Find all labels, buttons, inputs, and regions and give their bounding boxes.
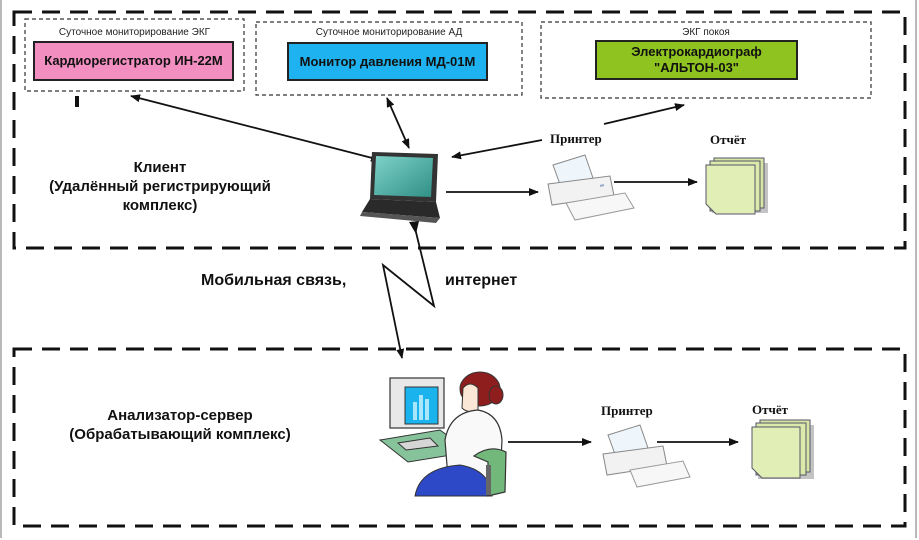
client-report-label: Отчёт bbox=[710, 132, 746, 147]
client-zone-border bbox=[12, 10, 907, 250]
device-label-ecg-holter: Кардиорегистратор ИН-22М bbox=[44, 53, 223, 68]
arrow-ecg-holter-laptop bbox=[130, 94, 381, 162]
device-label-ecg-rest-line2: "АЛЬТОН-03" bbox=[654, 60, 739, 75]
report-icon bbox=[705, 157, 768, 215]
server-zone-title-line2: (Обрабатывающий комплекс) bbox=[69, 426, 291, 443]
device-group-border-ecg-rest bbox=[540, 21, 872, 99]
server-zone-border bbox=[12, 347, 907, 528]
device-group-border-ecg-holter bbox=[24, 18, 245, 92]
device-label-ecg-rest-line1: Электрокардиограф bbox=[631, 44, 762, 59]
device-box-ecg-rest: Электрокардиограф "АЛЬТОН-03" bbox=[595, 40, 798, 80]
device-caption-ecg-holter: Суточное мониторирование ЭКГ bbox=[58, 27, 211, 38]
lightning-top-arrowhead bbox=[409, 221, 419, 234]
printer-icon bbox=[547, 154, 635, 221]
link-label-mobile: Мобильная связь, bbox=[201, 272, 347, 289]
laptop-icon bbox=[360, 152, 440, 223]
device-group-border-bp-monitor bbox=[255, 21, 523, 96]
operator-workstation-icon bbox=[378, 371, 507, 497]
server-printer-label: Принтер bbox=[601, 403, 653, 418]
client-zone-title-line1: Клиент bbox=[133, 159, 187, 176]
server-report-label: Отчёт bbox=[752, 402, 788, 417]
client-printer-label: Принтер bbox=[550, 131, 602, 146]
client-zone-title-line2: (Удалённый регистрирующий bbox=[49, 178, 271, 195]
client-zone-title: Клиент (Удалённый регистрирующий комплек… bbox=[20, 158, 300, 215]
server-zone-title: Анализатор-сервер (Обрабатывающий компле… bbox=[40, 406, 320, 444]
arrow-ecg-rest-laptop bbox=[451, 139, 543, 160]
device-caption-bp-monitor: Суточное мониторирование АД bbox=[315, 27, 463, 38]
link-label-internet: интернет bbox=[445, 272, 518, 289]
arrow-bp-monitor-laptop bbox=[386, 97, 410, 149]
server-zone-title-line1: Анализатор-сервер bbox=[107, 407, 253, 424]
device-box-bp-monitor: Монитор давления МД-01М bbox=[287, 42, 488, 81]
device-box-ecg-holter: Кардиорегистратор ИН-22М bbox=[33, 41, 234, 81]
device-label-bp-monitor: Монитор давления МД-01М bbox=[299, 53, 476, 69]
report-icon-server bbox=[751, 419, 814, 479]
device-caption-ecg-rest: ЭКГ покоя bbox=[682, 27, 730, 38]
arrow-ecg-rest-laptop-upper bbox=[603, 103, 685, 125]
printer-icon-server bbox=[602, 424, 691, 488]
client-zone-title-line3: комплекс) bbox=[122, 197, 198, 214]
marker-tick bbox=[75, 96, 79, 107]
lightning-link-arrow bbox=[381, 223, 436, 359]
